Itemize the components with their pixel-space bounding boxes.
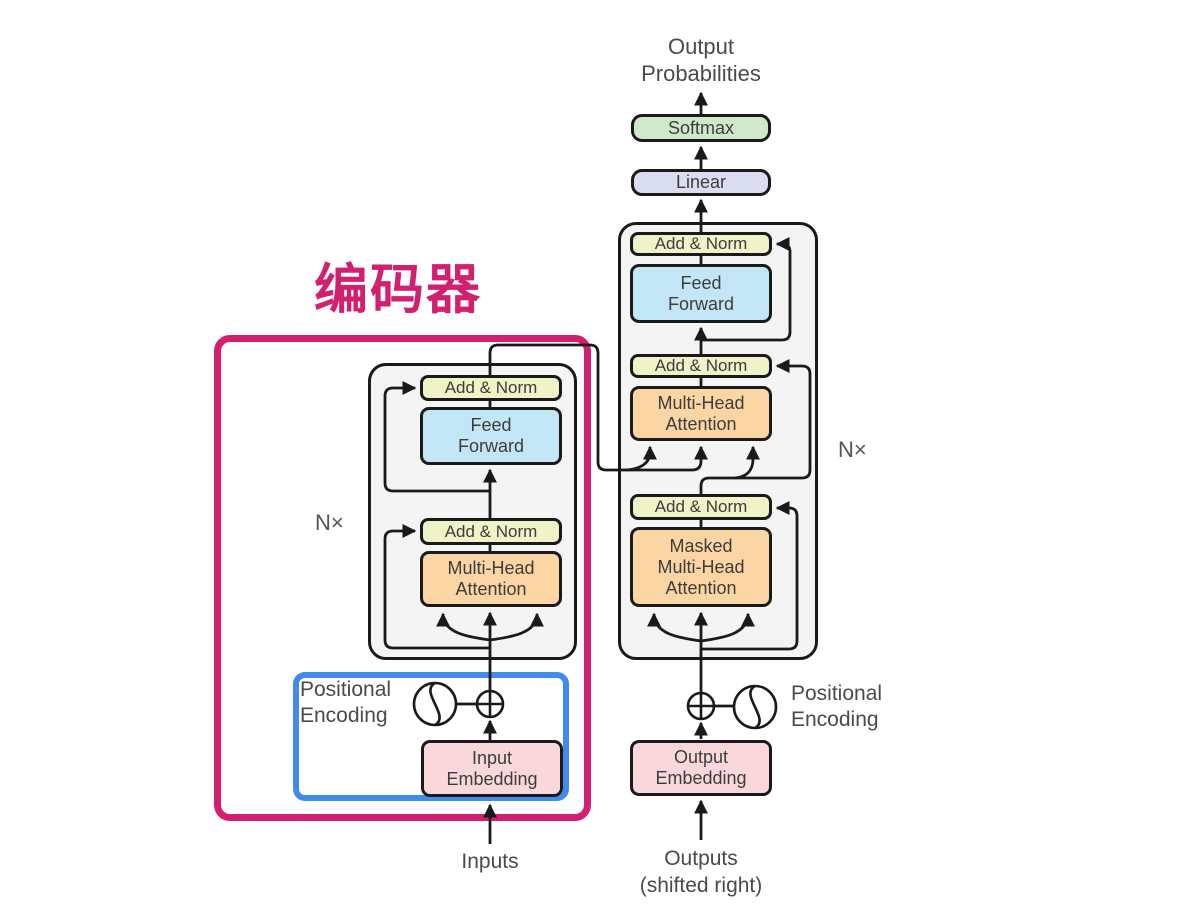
inputs-label: Inputs [461,850,519,873]
decoder-addnorm-top-block: Add & Norm [630,232,772,256]
decoder-n-times-label: N× [838,437,867,462]
output-embedding-block: Output Embedding [630,740,772,796]
input-embedding-block: Input Embedding [421,740,563,797]
encoder-positional-encoding-label: Positional Encoding [300,678,392,727]
output-probabilities-label: Output Probabilities [641,34,761,86]
dec-plus-sum-icon [686,691,716,721]
encoder-addnorm-low-block: Add & Norm [420,518,562,545]
linear-block: Linear [631,169,771,196]
dec-sine-wave-icon [732,684,778,730]
positional-encoding-highlight-box [293,672,569,801]
decoder-addnorm-mid-block: Add & Norm [630,354,772,378]
outputs-label: Outputs (shifted right) [639,847,763,897]
softmax-block: Softmax [631,114,771,142]
encoder-n-times-label: N× [315,510,344,535]
decoder-multi-head-attention-block: Multi-Head Attention [630,386,772,441]
encoder-addnorm-top-block: Add & Norm [420,375,562,401]
decoder-positional-encoding-label: Positional Encoding [791,682,883,731]
decoder-feed-forward-block: Feed Forward [630,264,772,323]
masked-multi-head-attention-block: Masked Multi-Head Attention [630,527,772,607]
decoder-addnorm-low-block: Add & Norm [630,494,772,520]
encoder-highlight-box [214,335,591,821]
encoder-multi-head-attention-block: Multi-Head Attention [420,551,562,607]
encoder-feed-forward-block: Feed Forward [420,407,562,465]
encoder-annotation-label: 编码器 [314,260,482,320]
